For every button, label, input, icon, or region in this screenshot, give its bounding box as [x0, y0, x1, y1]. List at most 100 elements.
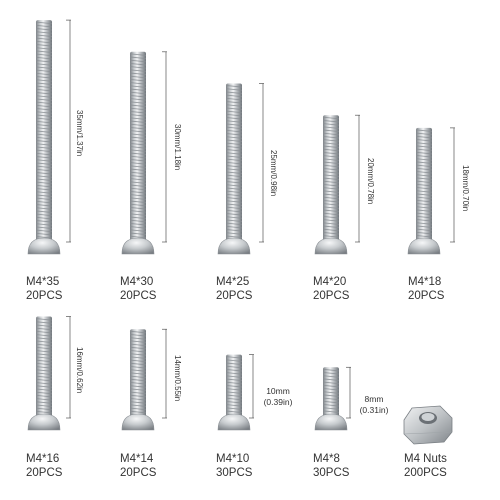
thread-line [129, 178, 147, 181]
dim-in: (0.31in) [359, 405, 389, 415]
thread-line [35, 226, 53, 229]
thread-line [129, 62, 147, 66]
thread-line [225, 101, 243, 104]
thread-line [35, 104, 53, 108]
thread-line [35, 152, 53, 156]
thread-line [35, 184, 53, 188]
thread-line [322, 368, 340, 372]
thread-line [322, 135, 340, 139]
screw-size: M4*16 [26, 453, 60, 465]
thread-line [415, 174, 433, 177]
thread-line [129, 146, 147, 149]
thread-line [322, 155, 340, 158]
thread-line [35, 385, 53, 388]
screw-label-m4-35: M4*35 20PCS [26, 275, 96, 303]
nut-edge [403, 431, 453, 435]
screw-head [217, 237, 251, 255]
thread-line [35, 378, 53, 382]
nut-qty: 200PCS [404, 467, 447, 479]
thread-line [225, 193, 243, 197]
thread-line [322, 388, 340, 391]
screw-head [121, 413, 155, 431]
thread-line [129, 162, 147, 165]
thread-line [129, 229, 147, 232]
thread-line [35, 120, 53, 124]
thread-line [322, 145, 340, 149]
thread-line [322, 228, 340, 232]
thread-line [129, 184, 147, 188]
thread-line [35, 146, 53, 149]
thread-line [322, 404, 340, 407]
thread-line [129, 385, 147, 388]
thread-line [415, 180, 433, 184]
thread-line [35, 127, 53, 130]
screw-label-m4-18: M4*18 20PCS [408, 275, 478, 303]
screw-label-m4-16: M4*16 20PCS [26, 452, 96, 480]
thread-line [35, 98, 53, 101]
thread-line [35, 210, 53, 213]
thread-line [322, 161, 340, 165]
thread-line [129, 197, 147, 200]
thread-line [129, 222, 147, 226]
thread-line [322, 142, 340, 145]
thread-line [35, 111, 53, 114]
thread-line [322, 391, 340, 394]
screw-head [27, 413, 61, 431]
screw-qty: 20PCS [120, 290, 157, 302]
thread-line [35, 204, 53, 207]
thread-line [35, 175, 53, 178]
thread-line [415, 132, 433, 136]
thread-line [129, 181, 147, 184]
screw-label-m4-20: M4*20 20PCS [313, 275, 383, 303]
thread-line [129, 85, 147, 88]
thread-line [35, 372, 53, 376]
thread-line [35, 162, 53, 165]
thread-line [129, 82, 147, 85]
thread-line [129, 190, 147, 194]
thread-line [129, 104, 147, 108]
screw-head [217, 413, 251, 431]
thread-line [415, 203, 433, 206]
thread-line [225, 165, 243, 168]
thread-line [322, 400, 340, 404]
thread-line [415, 129, 433, 132]
thread-line [415, 151, 433, 155]
thread-line [35, 130, 53, 133]
thread-line [129, 114, 147, 117]
thread-line [35, 117, 53, 121]
thread-line [35, 343, 53, 347]
thread-line [129, 158, 147, 162]
thread-line [35, 56, 53, 60]
thread-line [129, 107, 147, 111]
thread-line [322, 196, 340, 200]
thread-line [129, 117, 147, 120]
dim-in: (0.39in) [263, 397, 293, 407]
thread-line [225, 362, 243, 366]
thread-line [35, 79, 53, 82]
thread-line [35, 69, 53, 73]
thread-line [415, 177, 433, 180]
thread-line [225, 145, 243, 149]
screw-m4-25 [217, 83, 264, 255]
thread-line [35, 346, 53, 350]
thread-line [35, 213, 53, 217]
thread-line [415, 206, 433, 209]
screw-m4-16 [27, 316, 71, 431]
thread-line [415, 171, 433, 174]
screw-size: M4*14 [120, 453, 154, 465]
thread-line [225, 107, 243, 110]
thread-line [225, 133, 243, 136]
dim-text-m4-35: 35mm/1.37in [75, 110, 84, 157]
thread-line [35, 394, 53, 398]
thread-line [322, 126, 340, 129]
thread-line [35, 156, 53, 159]
thread-line [129, 130, 147, 133]
screw-head [314, 237, 348, 255]
thread-line [225, 117, 243, 120]
screw-size: M4*35 [26, 276, 60, 288]
thread-line [322, 139, 340, 142]
thread-line [225, 104, 243, 107]
thread-line [129, 88, 147, 92]
screw-head [27, 237, 61, 255]
thread-line [35, 50, 53, 53]
